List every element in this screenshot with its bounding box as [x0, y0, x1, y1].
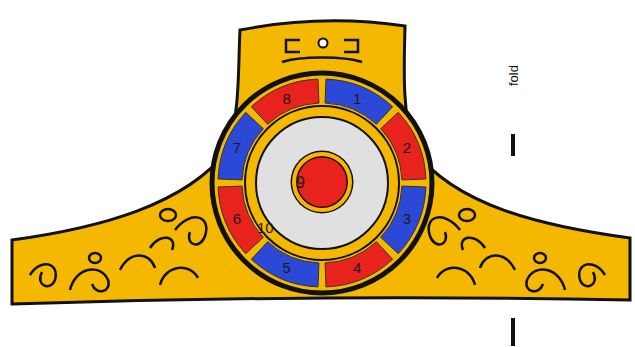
number-label: 5: [283, 259, 291, 276]
grey-disk: 10 9: [255, 116, 389, 250]
inner-gold-ring: [245, 106, 399, 260]
red-disk: 9: [292, 152, 352, 212]
ring-segment-label: 5: [280, 258, 294, 277]
ring-segment-label: 7: [230, 138, 244, 157]
fold-label: fold: [506, 66, 521, 87]
number-label: 4: [353, 259, 361, 276]
number-label: 8: [283, 90, 291, 107]
ring-segment-label: 6: [230, 209, 244, 228]
ring-segment-label: 4: [350, 258, 364, 277]
number-label: 7: [233, 139, 241, 156]
number-label: 3: [403, 210, 411, 227]
top-hole: [319, 39, 328, 48]
number-label: 10: [257, 219, 274, 236]
fold-mark: [511, 318, 515, 346]
ring-segment-label: 2: [400, 138, 414, 157]
ring-segments: [218, 79, 426, 287]
number-label: 2: [403, 139, 411, 156]
ring-segment-label: 3: [400, 209, 414, 228]
number-label: 6: [233, 210, 241, 227]
fold-mark: [511, 134, 515, 156]
ring-segment-label: 1: [350, 89, 364, 108]
outer-ring: [212, 73, 432, 293]
gold-base: [12, 21, 630, 304]
number-label: 9: [296, 174, 305, 191]
ring-segment-label: 8: [280, 89, 294, 108]
number-label: 1: [353, 90, 361, 107]
